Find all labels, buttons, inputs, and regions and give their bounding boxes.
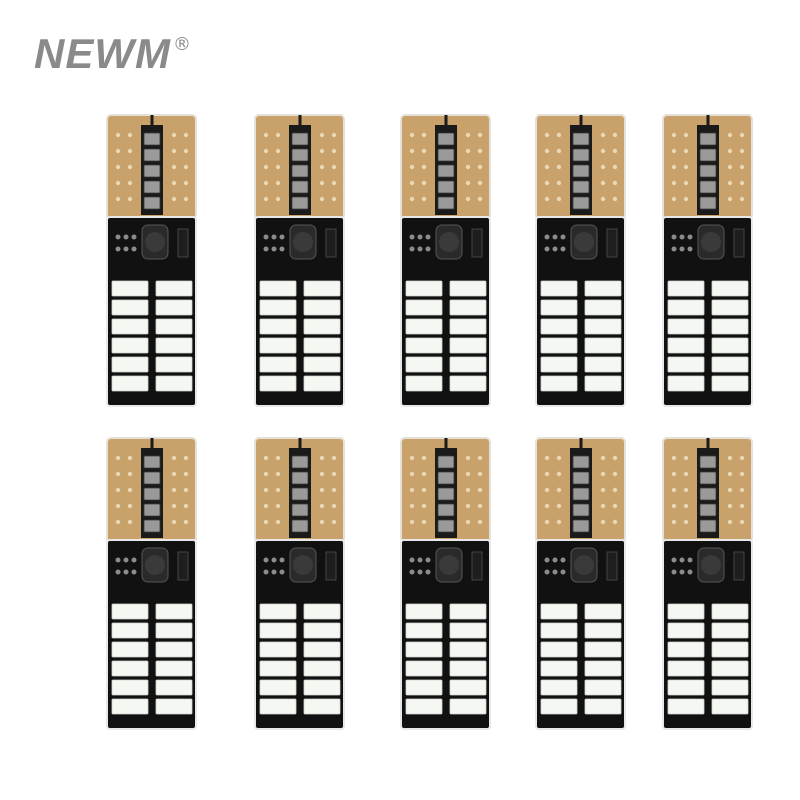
led-bulb-image — [252, 113, 347, 408]
led-bulb-image — [533, 436, 628, 731]
led-bulb-image — [252, 436, 347, 731]
led-bulb-image — [104, 436, 199, 731]
led-bulb-image — [104, 113, 199, 408]
brand-logo: NEWM ® — [34, 32, 191, 82]
brand-logo-text: NEWM — [34, 30, 171, 77]
led-bulb-image — [398, 113, 493, 408]
led-bulb-image — [660, 436, 755, 731]
led-bulb-image — [533, 113, 628, 408]
registered-mark: ® — [172, 34, 191, 55]
led-bulb-image — [398, 436, 493, 731]
led-bulb-image — [660, 113, 755, 408]
